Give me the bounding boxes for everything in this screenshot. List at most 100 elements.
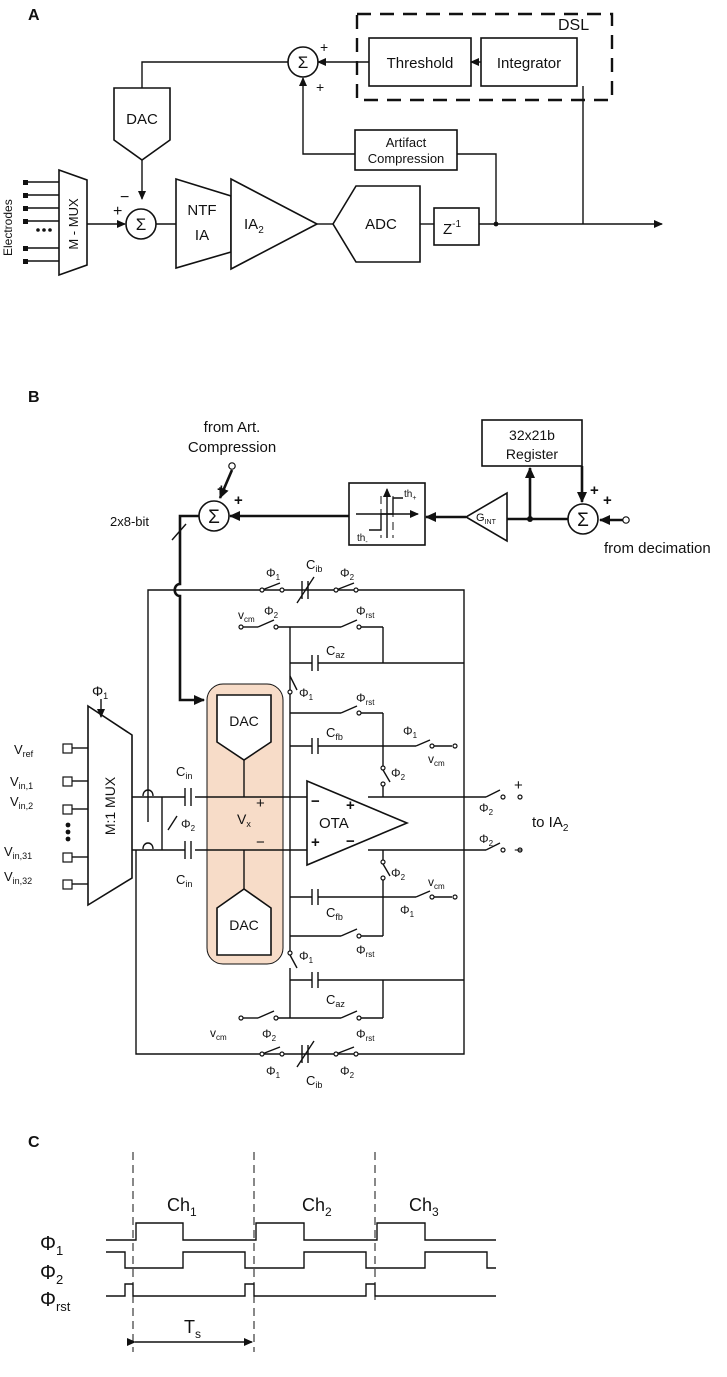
panel-c-label: C	[28, 1134, 40, 1151]
ntf-label-2: IA	[195, 227, 209, 244]
phi2-switch-vcm-bottom	[257, 1010, 275, 1019]
cfb-bottom-label: Cfb	[326, 905, 343, 922]
register-label-2: Register	[506, 446, 558, 462]
phi2-label-vcm-top: Φ2	[264, 604, 279, 620]
crossover-bottom	[142, 842, 154, 850]
top-summer-plus-1: +	[320, 39, 328, 55]
adc-label: ADC	[365, 216, 397, 233]
dac-block-bottom	[216, 888, 272, 956]
ntf-ia-block	[175, 177, 232, 270]
decimation-input-node	[622, 516, 630, 524]
from-art-label-2: Compression	[188, 439, 276, 456]
caz-network	[289, 627, 464, 1018]
art-input-node	[228, 462, 236, 470]
phirst-waveform	[106, 1283, 496, 1297]
th-minus-label: th-	[357, 533, 368, 546]
ota-label: OTA	[319, 815, 349, 832]
artifact-to-sum-arrow	[299, 77, 355, 155]
electrode-inputs	[23, 180, 59, 264]
artifact-label-1: Artifact	[386, 135, 427, 150]
out-minus: −	[514, 842, 523, 859]
dac-label-bottom: DAC	[229, 917, 259, 933]
junction-dot-a	[493, 221, 499, 227]
phirst-timing-label: Φrst	[40, 1289, 71, 1314]
vx-minus: −	[256, 834, 265, 851]
cib-feedback-loop	[135, 589, 465, 1055]
vin1-label: Vin,1	[10, 774, 33, 791]
cfb-top-label: Cfb	[326, 725, 343, 742]
ia2-label: IA2	[244, 216, 264, 236]
dac-code-summer-symbol: Σ	[208, 507, 220, 528]
phi2-waveform	[106, 1251, 496, 1269]
dac-block-top	[216, 694, 272, 761]
artifact-compression-block	[354, 129, 458, 171]
mux-inputs	[62, 743, 88, 890]
dac-block-a	[113, 87, 171, 161]
phi2-input-short-switch	[167, 815, 178, 831]
phi1-label-vcm-right-bottom: Φ1	[400, 903, 415, 919]
ntf-label-1: NTF	[187, 202, 216, 219]
threshold-block	[368, 37, 472, 87]
crossover-top	[142, 789, 154, 797]
sum-to-dac-wire	[141, 61, 288, 88]
dac-label-a: DAC	[126, 111, 158, 128]
phi2-switch-bottom	[335, 1046, 355, 1055]
phi2-label-top: Φ2	[340, 566, 355, 582]
phi2-output-switch-top	[485, 789, 501, 798]
ota-output-lines	[368, 796, 486, 851]
from-decimation-label: from decimation	[604, 540, 711, 557]
rst-switch-fb-top	[340, 705, 358, 714]
panel-c: C Ch1 Ch2 Ch3 Φ1 Φ2 Φrst Ts	[28, 1134, 496, 1352]
phi2-label-output-top: Φ2	[391, 766, 406, 782]
phi1-label-top: Φ1	[266, 566, 281, 582]
input-summer-symbol: Σ	[136, 215, 147, 234]
phi2-switch-output-top	[382, 769, 391, 783]
ota-plus-out: +	[346, 797, 355, 814]
register-label-1: 32x21b	[509, 427, 555, 443]
phi2-switch-top	[335, 582, 355, 591]
vx-plus: +	[256, 795, 265, 812]
phi2-label-vcm-bottom: Φ2	[262, 1027, 277, 1043]
phi2-label-input-short: Φ2	[181, 817, 196, 833]
cib-top-arrow	[296, 576, 315, 604]
ch3-label: Ch3	[409, 1195, 439, 1219]
phi2-switch-output-bottom	[382, 863, 391, 877]
top-summer-symbol: Σ	[298, 53, 309, 72]
cin-bottom-label: Cin	[176, 872, 192, 889]
cib-bottom-label: Cib	[306, 1073, 322, 1090]
panel-b: B from Art. Compression Σ + + 2x8-bit th…	[4, 389, 711, 1090]
rst-switch-top	[340, 619, 358, 628]
vref-label: Vref	[14, 742, 34, 759]
panel-a-label: A	[28, 7, 40, 24]
phi1-label-vertical-top: Φ1	[299, 686, 314, 702]
ts-label: Ts	[184, 1317, 201, 1341]
phi2-label-bottom: Φ2	[340, 1064, 355, 1080]
vcm-label-right-top: vcm	[428, 752, 445, 768]
panel-a: A DSL Threshold Integrator Σ + + DAC Art…	[1, 7, 663, 277]
vcm-label-right-bottom: vcm	[428, 875, 445, 891]
z-delay-label: Z-1	[443, 219, 462, 238]
mux-block-a	[58, 168, 88, 277]
integrator-summer-symbol: Σ	[577, 510, 589, 531]
mux-block-b	[87, 704, 133, 907]
ota-minus-in: −	[311, 793, 320, 810]
phi1-label-vcm-right-top: Φ1	[403, 724, 418, 740]
dsl-label: DSL	[558, 17, 589, 34]
phi2-label-output-bottom: Φ2	[391, 866, 406, 882]
phi1-label-vertical-bottom: Φ1	[299, 949, 314, 965]
rst-label-top: Φrst	[356, 604, 375, 620]
integrator-label: Integrator	[497, 55, 561, 72]
threshold-label: Threshold	[387, 55, 454, 72]
integrator-block	[480, 37, 578, 87]
phi1-switch-vcm-right-top	[415, 739, 431, 747]
dac-label-top: DAC	[229, 713, 259, 729]
vcm-label-bottom: vcm	[210, 1026, 227, 1042]
rst-switch-bottom	[340, 1010, 358, 1019]
ch1-label: Ch1	[167, 1195, 197, 1219]
cin-top-label: Cin	[176, 764, 192, 781]
artifact-label-2: Compression	[368, 151, 445, 166]
ia2-block	[230, 177, 319, 271]
caz-top-label: Caz	[326, 643, 345, 660]
phi1-label-bottom: Φ1	[266, 1064, 281, 1080]
panel-b-label: B	[28, 389, 40, 406]
